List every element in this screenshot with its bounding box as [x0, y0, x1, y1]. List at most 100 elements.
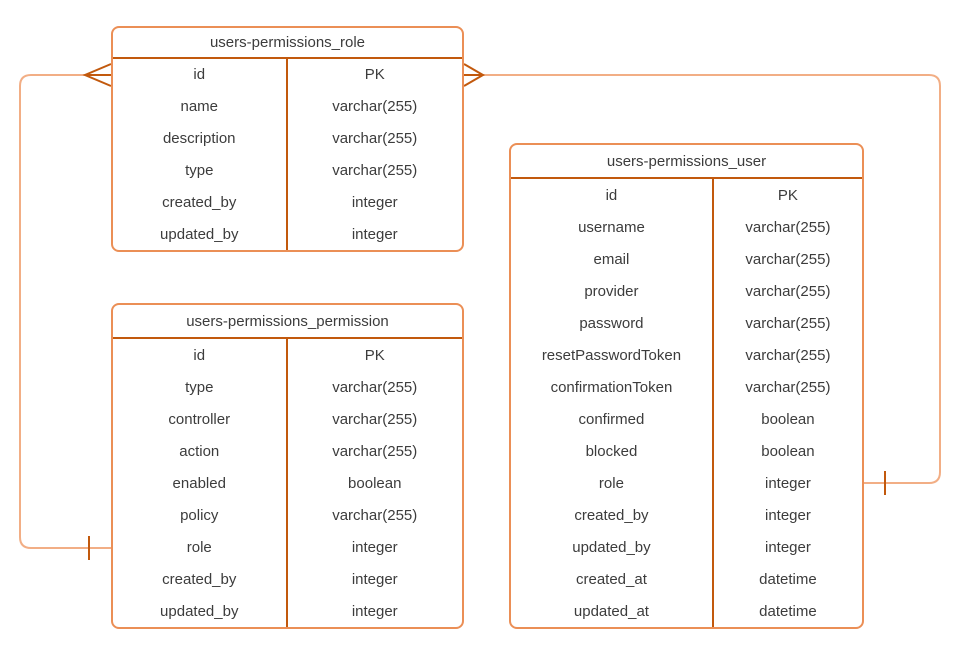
field-name-cell: type	[113, 154, 288, 187]
field-row[interactable]: created_at datetime	[511, 563, 862, 595]
entity-table-users-permissions-user[interactable]: users-permissions_user id PK username varch…	[509, 143, 864, 629]
field-type-cell: varchar(255)	[332, 442, 418, 460]
field-row[interactable]: id PK	[113, 339, 462, 371]
field-type-cell: varchar(255)	[745, 314, 831, 332]
field-type-cell: varchar(255)	[332, 98, 418, 116]
field-type-cell: datetime	[759, 602, 817, 620]
field-name-cell: action	[113, 435, 288, 467]
field-name-cell: id	[113, 59, 288, 91]
relationship-role-user-line[interactable]	[483, 74, 941, 484]
field-type-cell: varchar(255)	[332, 506, 418, 524]
field-type-cell: PK	[364, 66, 385, 84]
field-name-cell: password	[511, 307, 714, 339]
crow-foot-many-icon	[463, 63, 485, 87]
field-row[interactable]: confirmationToken varchar(255)	[511, 371, 862, 403]
field-type-cell: varchar(255)	[745, 346, 831, 364]
field-row[interactable]: type varchar(255)	[113, 154, 462, 187]
field-row[interactable]: action varchar(255)	[113, 435, 462, 467]
field-name-cell: type	[113, 371, 288, 403]
field-row[interactable]: updated_at datetime	[511, 595, 862, 627]
field-name-cell: updated_at	[511, 595, 714, 627]
field-type-cell: varchar(255)	[332, 130, 418, 148]
field-row[interactable]: role integer	[511, 467, 862, 499]
field-row[interactable]: created_by integer	[511, 499, 862, 531]
field-name-cell: description	[113, 122, 288, 155]
table-title[interactable]: users-permissions_user	[511, 145, 862, 179]
field-name-cell: resetPasswordToken	[511, 339, 714, 371]
field-row[interactable]: role integer	[113, 531, 462, 563]
field-name-cell: created_by	[511, 499, 714, 531]
field-type-cell: PK	[777, 186, 798, 204]
field-name-cell: updated_by	[511, 531, 714, 563]
field-row[interactable]: created_by integer	[113, 563, 462, 595]
field-name-cell: role	[113, 531, 288, 563]
field-name-cell: updated_by	[113, 218, 288, 250]
field-row[interactable]: type varchar(255)	[113, 371, 462, 403]
field-row[interactable]: username varchar(255)	[511, 211, 862, 243]
field-type-cell: boolean	[348, 474, 402, 492]
field-name-cell: blocked	[511, 435, 714, 467]
field-name-cell: updated_by	[113, 595, 288, 627]
field-type-cell: integer	[351, 602, 398, 620]
field-name-cell: role	[511, 467, 714, 499]
crow-foot-many-icon	[82, 63, 112, 87]
field-name-cell: policy	[113, 499, 288, 531]
field-type-cell: integer	[351, 193, 398, 211]
table-title[interactable]: users-permissions_permission	[113, 305, 462, 339]
field-type-cell: varchar(255)	[332, 410, 418, 428]
field-name-cell: enabled	[113, 467, 288, 499]
field-type-cell: varchar(255)	[332, 161, 418, 179]
field-name-cell: confirmationToken	[511, 371, 714, 403]
field-type-cell: datetime	[759, 570, 817, 588]
entity-table-users-permissions-permission[interactable]: users-permissions_permission id PK type var…	[111, 303, 464, 629]
field-row[interactable]: id PK	[113, 59, 462, 91]
field-name-cell: id	[511, 179, 714, 211]
field-row[interactable]: name varchar(255)	[113, 90, 462, 123]
field-type-cell: varchar(255)	[745, 250, 831, 268]
field-name-cell: id	[113, 339, 288, 371]
field-row[interactable]: policy varchar(255)	[113, 499, 462, 531]
entity-table-users-permissions-role[interactable]: users-permissions_role id PK name varchar(2…	[111, 26, 464, 252]
field-name-cell: created_by	[113, 186, 288, 219]
field-row[interactable]: updated_by integer	[511, 531, 862, 563]
field-row[interactable]: enabled boolean	[113, 467, 462, 499]
field-name-cell: name	[113, 90, 288, 123]
field-name-cell: username	[511, 211, 714, 243]
field-type-cell: integer	[765, 474, 811, 492]
table-title[interactable]: users-permissions_role	[113, 28, 462, 59]
field-row[interactable]: blocked boolean	[511, 435, 862, 467]
field-type-cell: integer	[351, 225, 398, 243]
field-type-cell: integer	[351, 570, 398, 588]
field-row[interactable]: resetPasswordToken varchar(255)	[511, 339, 862, 371]
field-type-cell: boolean	[761, 410, 815, 428]
field-row[interactable]: updated_by integer	[113, 595, 462, 627]
field-name-cell: created_at	[511, 563, 714, 595]
field-type-cell: integer	[351, 538, 398, 556]
field-type-cell: integer	[765, 506, 811, 524]
relationship-role-permission-line[interactable]	[19, 74, 111, 549]
field-row[interactable]: created_by integer	[113, 186, 462, 219]
field-type-cell: varchar(255)	[745, 282, 831, 300]
field-type-cell: boolean	[761, 442, 815, 460]
field-type-cell: varchar(255)	[745, 218, 831, 236]
field-type-cell: varchar(255)	[332, 378, 418, 396]
field-row[interactable]: id PK	[511, 179, 862, 211]
field-name-cell: email	[511, 243, 714, 275]
field-row[interactable]: password varchar(255)	[511, 307, 862, 339]
field-row[interactable]: provider varchar(255)	[511, 275, 862, 307]
field-row[interactable]: email varchar(255)	[511, 243, 862, 275]
table-field-list: id PK name varchar(255) description varchar(2…	[113, 59, 462, 250]
table-field-list: id PK username varchar(255) email varchar(255…	[511, 179, 862, 627]
field-name-cell: created_by	[113, 563, 288, 595]
field-type-cell: integer	[765, 538, 811, 556]
field-row[interactable]: updated_by integer	[113, 218, 462, 250]
field-type-cell: PK	[364, 346, 385, 364]
field-type-cell: varchar(255)	[745, 378, 831, 396]
field-row[interactable]: description varchar(255)	[113, 122, 462, 155]
field-name-cell: provider	[511, 275, 714, 307]
